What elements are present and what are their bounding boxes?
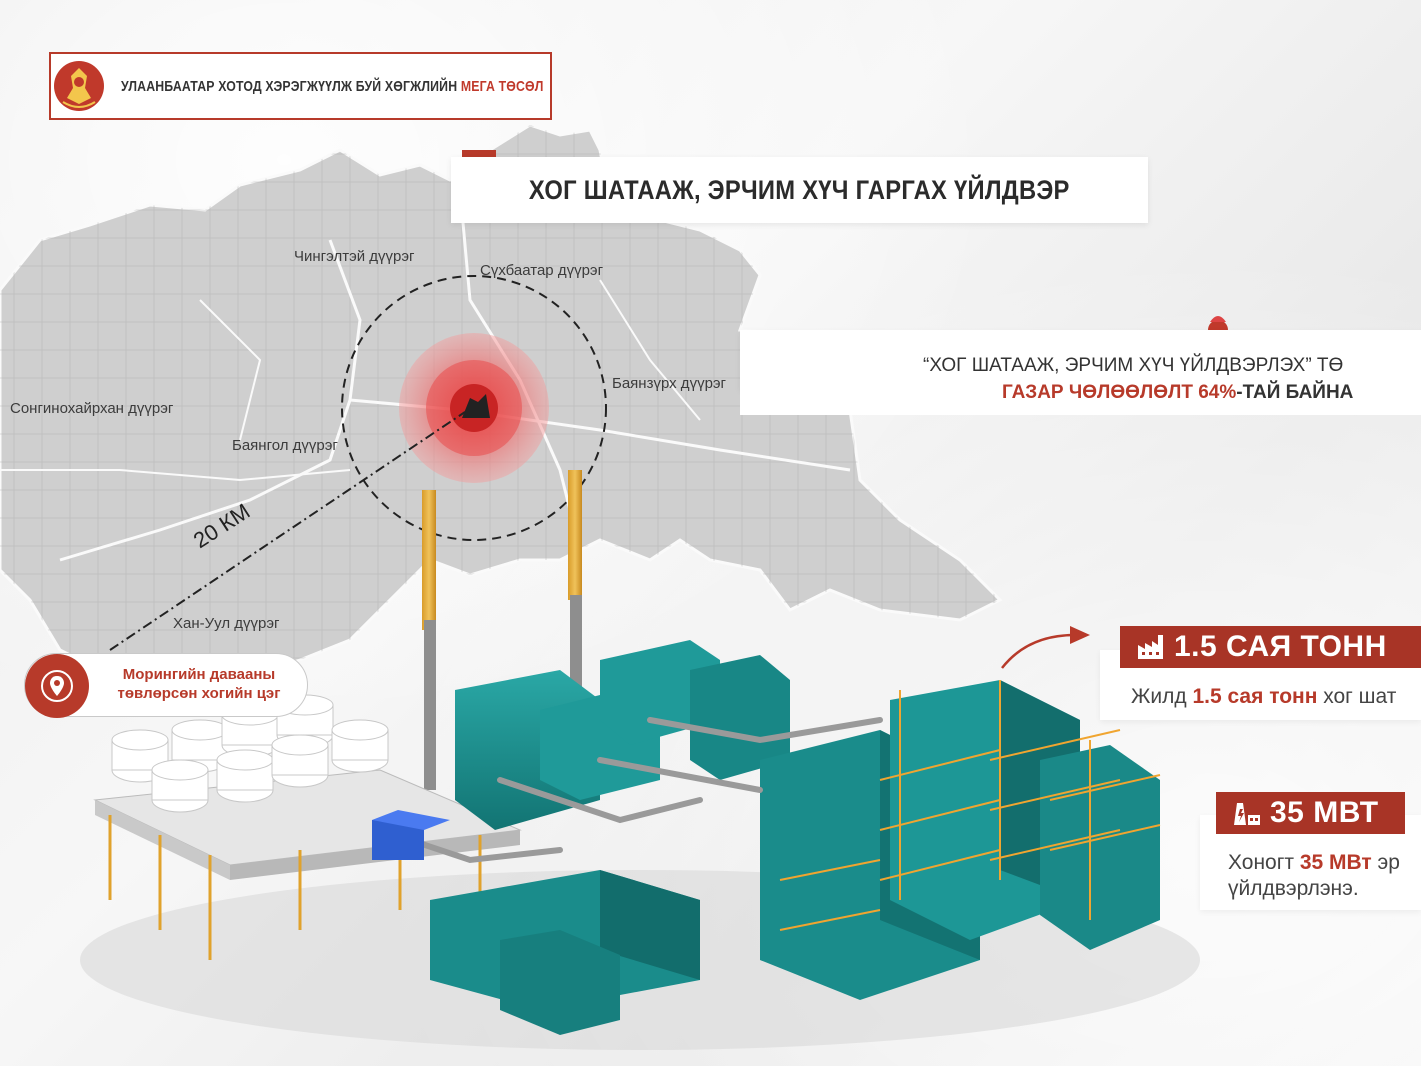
- district-label-chingeltei: Чингэлтэй дүүрэг: [294, 248, 415, 265]
- header-text: УЛААНБААТАР ХОТОД ХЭРЭГЖҮҮЛЖ БУЙ ХӨГЖЛИЙ…: [121, 77, 544, 95]
- power-plant-icon: [1230, 796, 1264, 830]
- title-box: ХОГ ШАТААЖ, ЭРЧИМ ХҮЧ ГАРГАХ ҮЙЛДВЭР: [451, 157, 1148, 223]
- location-text: Морингийн давааны төвлөрсөн хогийн цэг: [99, 665, 299, 703]
- quote-panel-lower: [740, 380, 1421, 415]
- quote-line-2-rest: -ТАЙ БАЙНА: [1236, 382, 1354, 403]
- quote-highlight: ГАЗАР ЧӨЛӨӨЛӨЛТ 64%: [1002, 382, 1237, 403]
- district-label-khan-uul: Хан-Уул дүүрэг: [173, 615, 280, 632]
- district-label-bayanzurkh: Баянзүрх дүүрэг: [612, 375, 727, 392]
- location-pin-icon: [25, 654, 89, 718]
- quote-line-1: “ХОГ ШАТААЖ, ЭРЧИМ ХҮЧ ҮЙЛДВЭРЛЭХ” ТӨ: [923, 355, 1344, 376]
- radius-circle: [341, 275, 607, 541]
- district-label-bayangol: Баянгол дүүрэг: [232, 437, 338, 454]
- stat-value-power: 35 МВТ: [1270, 796, 1379, 829]
- stat-tag-waste-front: 1.5 САЯ ТОНН: [1120, 626, 1421, 668]
- header-badge: УЛААНБААТАР ХОТОД ХЭРЭГЖҮҮЛЖ БУЙ ХӨГЖЛИЙ…: [49, 52, 552, 120]
- stat-text-waste: Жилд 1.5 сая тонн хог шат: [1131, 685, 1397, 708]
- page-title: ХОГ ШАТААЖ, ЭРЧИМ ХҮЧ ГАРГАХ ҮЙЛДВЭР: [529, 174, 1070, 205]
- factory-marker-icon: [462, 394, 490, 418]
- stat-tag-power: 35 МВТ: [1216, 792, 1405, 834]
- location-line-1: Морингийн давааны: [122, 666, 276, 683]
- location-badge: Морингийн давааны төвлөрсөн хогийн цэг: [24, 653, 308, 718]
- city-emblem-icon: [51, 54, 107, 118]
- stat-value-waste-front: 1.5 САЯ ТОНН: [1174, 630, 1387, 663]
- title-accent-bar: [462, 150, 496, 157]
- quote-line-2: ГАЗАР ЧӨЛӨӨЛӨЛТ 64%-ТАЙ БАЙНА: [1002, 382, 1353, 404]
- header-accent: МЕГА ТӨСӨЛ: [460, 77, 544, 95]
- location-line-2: төвлөрсөн хогийн цэг: [117, 685, 281, 702]
- district-label-songinokhairkhan: Сонгинохайрхан дүүрэг: [10, 400, 174, 417]
- factory-icon: [1134, 630, 1168, 664]
- power-plant-illustration: [80, 470, 1200, 1050]
- district-label-sukhbaatar: Сүхбаатар дүүрэг: [480, 262, 604, 279]
- arrow-icon: [1001, 633, 1076, 669]
